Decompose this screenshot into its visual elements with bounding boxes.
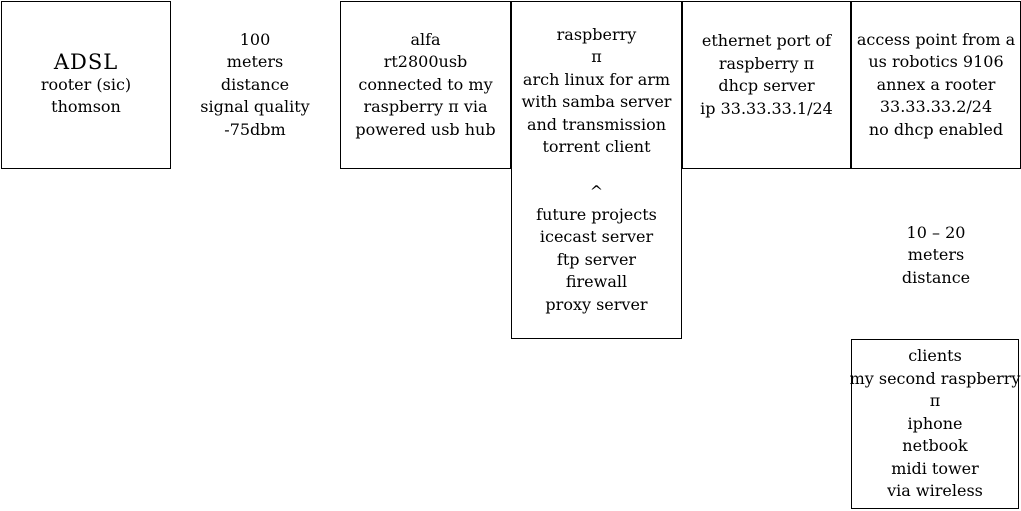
text-line: alfa	[410, 29, 441, 49]
text-line: ftp server	[556, 249, 637, 269]
text-line: clients	[908, 346, 962, 366]
text-line: midi tower	[891, 458, 979, 478]
text-line: rooter (sic)	[40, 74, 132, 94]
text-line: via wireless	[887, 481, 983, 501]
text-line: powered usb hub	[355, 119, 496, 139]
text-line: my second raspberry	[849, 368, 1021, 388]
text-line: π	[591, 47, 602, 67]
text-line: arch linux for arm	[522, 69, 671, 89]
text-line: signal quality	[200, 97, 310, 117]
text-line: π	[929, 391, 941, 411]
text-line: future projects	[536, 204, 657, 224]
text-line: netbook	[902, 436, 968, 456]
text-line: raspberry π via	[363, 97, 488, 117]
text-line: ADSL	[53, 50, 119, 75]
text-line: and transmission	[526, 114, 667, 134]
text-line: ethernet port of	[701, 31, 832, 50]
text-line: proxy server	[545, 294, 648, 314]
text-line: distance	[220, 74, 290, 94]
text-line: dhcp server	[718, 76, 815, 95]
text-line: with samba server	[521, 92, 672, 112]
text-line: us robotics 9106	[868, 52, 1004, 72]
text-line: firewall	[565, 272, 628, 292]
text-line: icecast server	[539, 227, 654, 247]
text-line: no dhcp enabled	[868, 119, 1004, 139]
text-line: raspberry π	[718, 53, 815, 73]
text-line: ^	[589, 182, 604, 202]
text-line: connected to my	[358, 74, 493, 94]
text-line: raspberry	[556, 24, 637, 44]
text-line: 10 – 20	[906, 222, 966, 242]
text-line: meters	[226, 52, 284, 72]
text-line: distance	[901, 267, 971, 287]
text-line: iphone	[907, 413, 963, 433]
text-line: access point from a	[856, 29, 1016, 49]
text-line: rt2800usb	[383, 52, 468, 72]
text-line: annex a rooter	[876, 74, 996, 94]
text-line: ip 33.33.33.1/24	[700, 98, 833, 118]
ethernet-port-box: ethernet port of raspberry π dhcp server ip…	[682, 1, 851, 169]
text-line: thomson	[51, 97, 121, 117]
text-line: 33.33.33.2/24	[879, 97, 993, 117]
text-line: meters	[907, 245, 965, 265]
text-line	[594, 159, 599, 182]
text-line: torrent client	[542, 137, 651, 157]
text-line: 100	[239, 29, 271, 49]
text-line: -75dbm	[224, 119, 286, 139]
